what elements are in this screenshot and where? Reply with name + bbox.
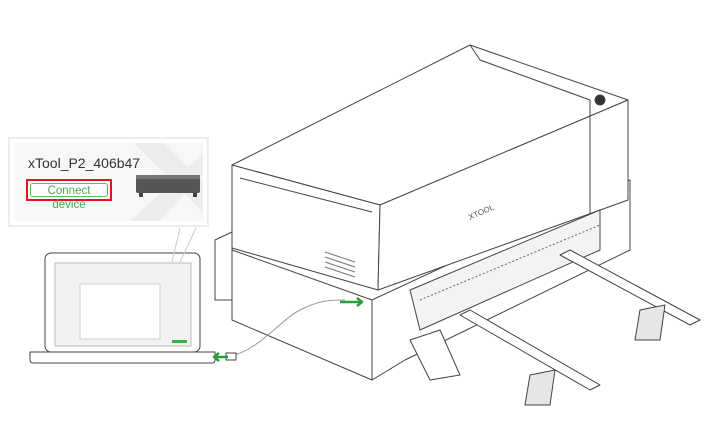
connect-device-button[interactable]: Connect device [30,183,108,211]
arrow-to-machine-icon [340,297,364,307]
lid-ridge [469,44,481,61]
software-canvas [79,283,161,340]
device-callout: xTool_P2_406b47 Connect device [8,137,209,227]
device-name: xTool_P2_406b47 [28,155,141,171]
connect-highlight: Connect device [26,179,112,211]
device-thumbnail [136,175,200,193]
vent-grille [324,251,356,278]
xtool-watermark-icon [130,143,203,221]
callout-pointer [171,227,197,263]
extension-rails [409,249,701,406]
base-plate [214,231,233,301]
power-button-icon [594,94,606,106]
software-process-button [172,340,187,343]
lid-right-face [377,99,629,291]
laptop-base [29,351,216,364]
lid-ridge [479,59,591,101]
lid-edge [239,177,373,213]
front-opening [409,209,601,331]
usb-cable [227,299,346,358]
arrow-to-laptop-icon [212,352,228,362]
